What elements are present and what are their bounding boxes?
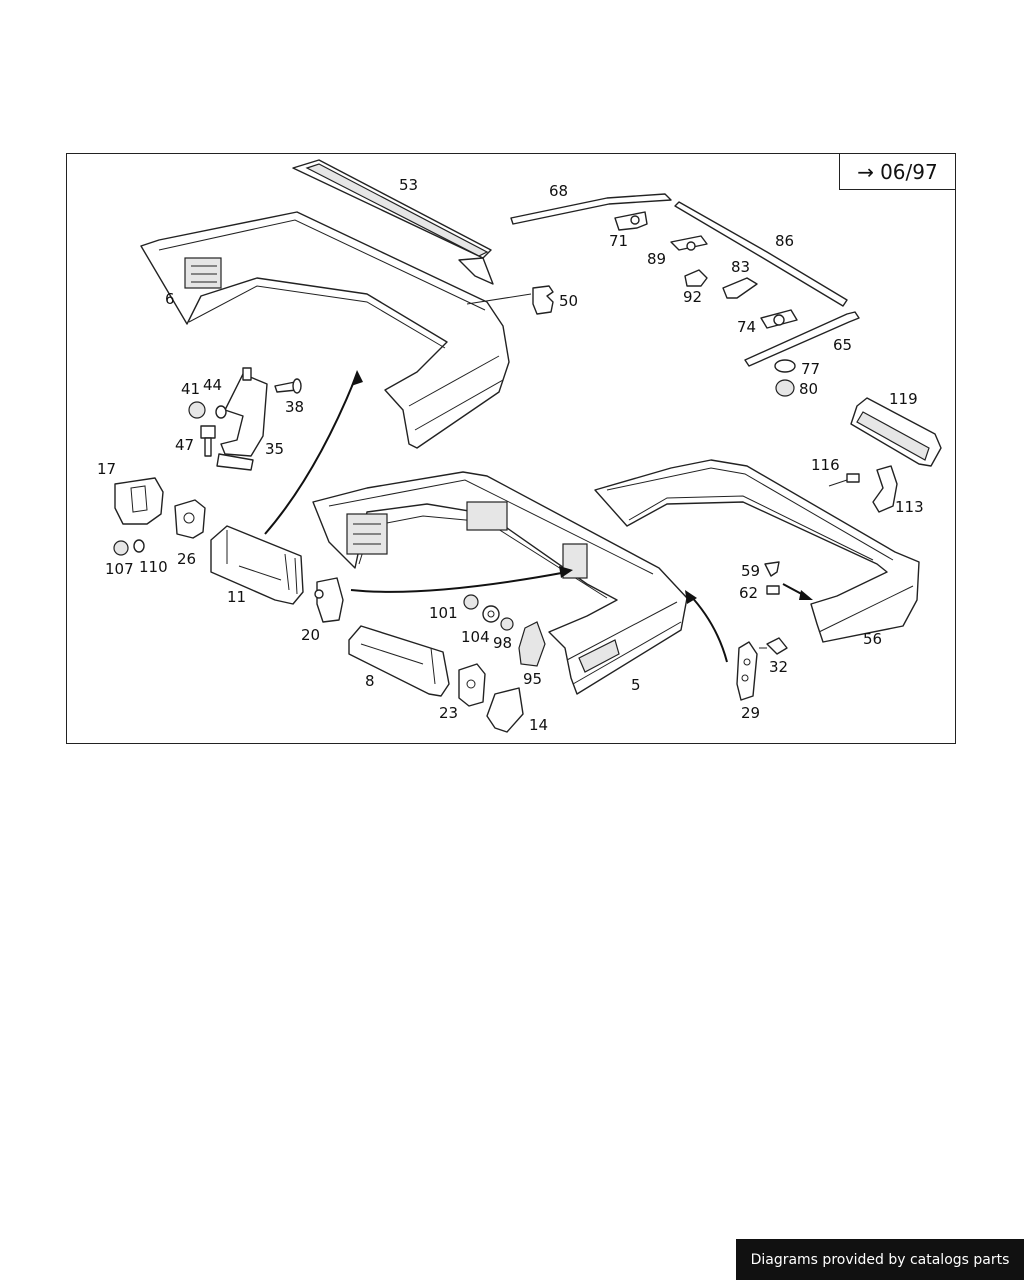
callout-38: 38 bbox=[285, 398, 304, 416]
footer-credit-banner: Diagrams provided by catalogs parts bbox=[736, 1239, 1024, 1280]
part-14-end-cap[interactable] bbox=[486, 687, 524, 733]
callout-92: 92 bbox=[683, 288, 702, 306]
part-74-clip[interactable] bbox=[760, 309, 798, 329]
callout-41: 41 bbox=[181, 380, 200, 398]
part-119-cover[interactable] bbox=[850, 397, 942, 467]
part-23-mount[interactable] bbox=[458, 663, 486, 707]
part-80-nut[interactable] bbox=[775, 379, 795, 397]
callout-83: 83 bbox=[731, 258, 750, 276]
callout-68: 68 bbox=[549, 182, 568, 200]
callout-labels: 53 68 71 86 89 83 92 6 50 74 65 77 80 41… bbox=[97, 176, 924, 734]
callout-65: 65 bbox=[833, 336, 852, 354]
part-47-bolt[interactable] bbox=[200, 425, 216, 457]
callout-5: 5 bbox=[631, 676, 641, 694]
part-92-clip[interactable] bbox=[684, 269, 708, 287]
part-29-bracket[interactable] bbox=[736, 641, 758, 701]
callout-80: 80 bbox=[799, 380, 818, 398]
part-32-clip[interactable] bbox=[759, 637, 788, 655]
part-59-clip[interactable] bbox=[764, 561, 780, 577]
callout-6: 6 bbox=[165, 290, 175, 308]
callout-44: 44 bbox=[203, 376, 222, 394]
callout-101: 101 bbox=[429, 604, 458, 622]
part-38-bolt[interactable] bbox=[274, 378, 302, 394]
assembly-arrows bbox=[264, 370, 813, 663]
part-35-bracket[interactable] bbox=[216, 367, 268, 471]
part-20-mount[interactable] bbox=[314, 577, 344, 623]
callout-56: 56 bbox=[863, 630, 882, 648]
callout-98: 98 bbox=[493, 634, 512, 652]
callout-59: 59 bbox=[741, 562, 760, 580]
callout-104: 104 bbox=[461, 628, 490, 646]
part-41-nut[interactable] bbox=[188, 401, 206, 419]
part-26-mount[interactable] bbox=[174, 499, 206, 539]
part-65-molding-strip[interactable] bbox=[744, 311, 860, 367]
callout-17: 17 bbox=[97, 460, 116, 478]
callout-11: 11 bbox=[227, 588, 246, 606]
callout-74: 74 bbox=[737, 318, 756, 336]
footer-credit-text: Diagrams provided by catalogs parts bbox=[750, 1251, 1010, 1268]
part-107-nut[interactable] bbox=[113, 540, 129, 556]
callout-113: 113 bbox=[895, 498, 924, 516]
part-101-nut[interactable] bbox=[463, 594, 479, 610]
callout-50: 50 bbox=[559, 292, 578, 310]
part-68-molding-strip[interactable] bbox=[510, 193, 672, 225]
part-83-clip[interactable] bbox=[722, 277, 758, 299]
callout-14: 14 bbox=[529, 716, 548, 734]
part-71-clip[interactable] bbox=[614, 211, 648, 231]
part-113-bracket[interactable] bbox=[872, 465, 898, 513]
part-98-nut[interactable] bbox=[500, 617, 514, 631]
callout-119: 119 bbox=[889, 390, 918, 408]
parts-diagram-frame: 53 68 71 86 89 83 92 6 50 74 65 77 80 41… bbox=[66, 153, 956, 744]
callout-71: 71 bbox=[609, 232, 628, 250]
callout-35: 35 bbox=[265, 440, 284, 458]
part-104-washer[interactable] bbox=[482, 605, 500, 623]
validity-date: 06/97 bbox=[880, 159, 938, 184]
callout-110: 110 bbox=[139, 558, 168, 576]
callout-116: 116 bbox=[811, 456, 840, 474]
callout-62: 62 bbox=[739, 584, 758, 602]
part-50-clip[interactable] bbox=[466, 285, 554, 315]
part-116-pin[interactable] bbox=[828, 473, 860, 487]
part-53-trim-strip[interactable] bbox=[292, 159, 494, 285]
callout-86: 86 bbox=[775, 232, 794, 250]
callout-29: 29 bbox=[741, 704, 760, 722]
callout-89: 89 bbox=[647, 250, 666, 268]
callout-53: 53 bbox=[399, 176, 418, 194]
callout-32: 32 bbox=[769, 658, 788, 676]
part-17-end-cap[interactable] bbox=[114, 477, 164, 525]
part-11-energy-absorber[interactable] bbox=[210, 525, 304, 605]
part-95-plate[interactable] bbox=[518, 621, 546, 667]
callout-8: 8 bbox=[365, 672, 375, 690]
arrow-right-icon: → bbox=[857, 159, 875, 184]
callout-26: 26 bbox=[177, 550, 196, 568]
part-77-washer[interactable] bbox=[774, 359, 796, 373]
part-110-washer[interactable] bbox=[133, 539, 145, 553]
callout-77: 77 bbox=[801, 360, 820, 378]
callout-107: 107 bbox=[105, 560, 134, 578]
callout-20: 20 bbox=[301, 626, 320, 644]
part-89-clip[interactable] bbox=[670, 235, 708, 251]
callout-95: 95 bbox=[523, 670, 542, 688]
part-56-bumper-cover[interactable] bbox=[594, 459, 920, 643]
validity-date-box: → 06/97 bbox=[839, 154, 955, 190]
callout-47: 47 bbox=[175, 436, 194, 454]
exploded-parts-diagram: 53 68 71 86 89 83 92 6 50 74 65 77 80 41… bbox=[97, 159, 942, 734]
part-62-nut[interactable] bbox=[766, 585, 780, 595]
part-6-bumper-cover-upper[interactable] bbox=[140, 211, 510, 449]
callout-23: 23 bbox=[439, 704, 458, 722]
part-44-washer[interactable] bbox=[215, 405, 227, 419]
part-8-energy-absorber[interactable] bbox=[348, 625, 450, 697]
part-86-molding-strip[interactable] bbox=[674, 201, 848, 307]
part-5-bumper-assembly[interactable] bbox=[312, 471, 688, 695]
